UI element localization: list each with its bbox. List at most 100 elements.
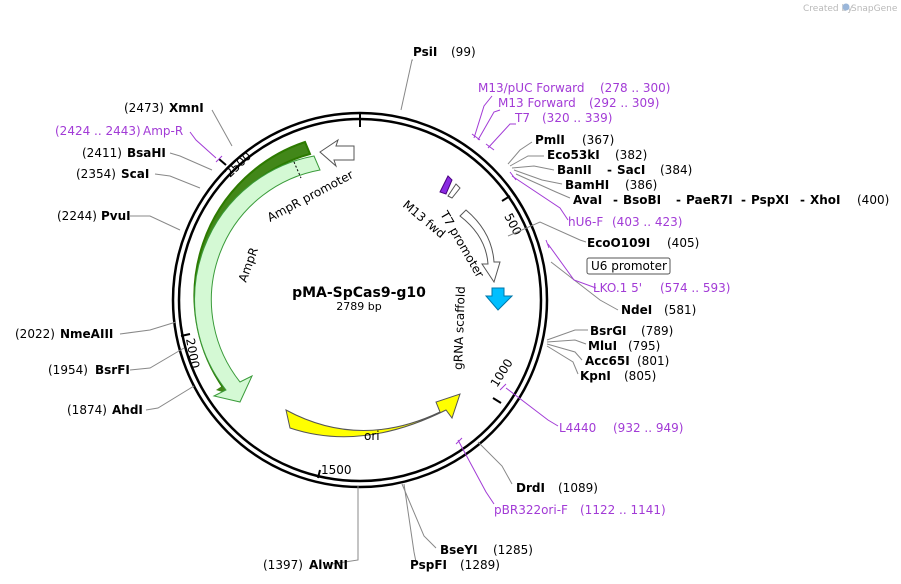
site-position: (1289) <box>460 558 500 572</box>
primer-name: Amp-R <box>143 124 183 138</box>
site-name: Eco53kI <box>547 148 600 162</box>
ampr-arrow <box>194 155 321 403</box>
site-name: PaeR7I <box>686 193 733 207</box>
site-name: BseYI <box>440 543 478 557</box>
site-label-bsrg: BsrGI (789) <box>590 324 673 338</box>
site-label-eco0109: EcoO109I (405) <box>587 236 699 250</box>
site-position: (801) <box>637 354 669 368</box>
m13-fwd-arrow <box>439 175 453 195</box>
site-label-drd: DrdI (1089) <box>516 481 598 495</box>
primer-label-ampr: (2424 .. 2443) Amp-R <box>55 124 183 138</box>
ori-arrow <box>285 393 461 438</box>
site-position: (2411) <box>82 146 122 160</box>
feature-ampr: AmpR <box>193 140 321 403</box>
site-label-psi: PsiI (99) <box>413 45 476 59</box>
site-label-acc65: Acc65I (801) <box>585 354 669 368</box>
grna-scaffold-label: gRNA scaffold <box>451 286 468 370</box>
site-position: (99) <box>451 45 476 59</box>
ori-label: ori <box>364 429 380 443</box>
site-label-alwn: (1397) AlwNI <box>263 558 348 572</box>
primer-label-lko: LKO.1 5' (574 .. 593) <box>593 281 730 295</box>
site-name: MluI <box>588 339 617 353</box>
site-name: PspFI <box>410 558 447 572</box>
site-label-nmea: (2022) NmeAIII <box>15 327 113 341</box>
tick-label-1500: 1500 <box>321 463 352 477</box>
tick-label-2000: 2000 <box>183 337 202 370</box>
site-name: BanII <box>557 163 592 177</box>
site-label-bamh: BamHI (386) <box>565 178 657 192</box>
plasmid-size: 2789 bp <box>336 300 381 313</box>
site-separator: - <box>676 193 681 207</box>
site-name-2: SacI <box>617 163 645 177</box>
site-position: (2022) <box>15 327 55 341</box>
feature-t7-promoter: T7 promoter <box>437 208 501 284</box>
primer-range: (1122 .. 1141) <box>580 503 666 517</box>
feature-grna-scaffold: gRNA scaffold <box>451 286 514 370</box>
ampr-label: AmpR <box>236 246 261 284</box>
grna-scaffold-arrow <box>484 287 514 311</box>
site-label-mlu: MluI (795) <box>588 339 660 353</box>
site-label-ban2: BanII - SacI (384) <box>557 163 692 177</box>
site-position: (795) <box>628 339 660 353</box>
site-label-kpn: KpnI (805) <box>580 369 656 383</box>
t7-promoter-arrow <box>459 209 501 284</box>
site-label-pml: PmlI (367) <box>535 133 614 147</box>
ampr-outer-band <box>194 142 310 395</box>
u6-promoter-label: U6 promoter <box>591 259 667 273</box>
primer-leader-lines <box>189 95 597 505</box>
site-name: NdeI <box>621 303 652 317</box>
site-name: PvuI <box>101 209 131 223</box>
site-label-nde: NdeI (581) <box>621 303 696 317</box>
primer-range: (932 .. 949) <box>613 421 683 435</box>
ampr-promoter-arrow <box>319 138 355 168</box>
site-position: (1874) <box>67 403 107 417</box>
site-name: BsaHI <box>127 146 166 160</box>
site-position: (384) <box>660 163 692 177</box>
site-name: NmeAIII <box>60 327 113 341</box>
primer-range: (320 .. 339) <box>542 111 612 125</box>
site-leader-lines <box>119 59 619 565</box>
site-position: (2354) <box>76 167 116 181</box>
site-separator: - <box>800 193 805 207</box>
primer-label-hu6f: hU6-F (403 .. 423) <box>568 215 682 229</box>
site-label-bsah: (2411) BsaHI <box>82 146 166 160</box>
site-name: DrdI <box>516 481 545 495</box>
site-position: (382) <box>615 148 647 162</box>
site-label-pvu: (2244) PvuI <box>57 209 131 223</box>
primer-name: L4440 <box>559 421 596 435</box>
site-position: (1285) <box>493 543 533 557</box>
site-name: EcoO109I <box>587 236 650 250</box>
site-label-sca: (2354) ScaI <box>76 167 149 181</box>
site-label-pspf: PspFI (1289) <box>410 558 500 572</box>
tick-label-1000: 1000 <box>488 356 516 389</box>
site-position: (2244) <box>57 209 97 223</box>
site-position: (2473) <box>124 101 164 115</box>
site-position: (789) <box>641 324 673 338</box>
site-name: BsrGI <box>590 324 627 338</box>
site-label-bsrf: (1954) BsrFI <box>48 363 130 377</box>
site-position: (405) <box>667 236 699 250</box>
site-separator: - <box>741 193 746 207</box>
primer-label-m13puc: M13/pUC Forward (278 .. 300) <box>478 81 670 95</box>
primer-range: (574 .. 593) <box>660 281 730 295</box>
u6-promoter-box <box>586 257 671 275</box>
primer-range: (2424 .. 2443) <box>55 124 141 138</box>
primer-label-t7: T7 (320 .. 339) <box>514 111 612 125</box>
snapgene-logo-icon <box>842 3 850 11</box>
site-label-bsey: BseYI (1285) <box>440 543 533 557</box>
site-position: (581) <box>664 303 696 317</box>
site-name: PmlI <box>535 133 565 147</box>
site-separator: - <box>607 163 612 177</box>
plasmid-name: pMA-SpCas9-g10 <box>292 285 426 301</box>
primer-range: (278 .. 300) <box>600 81 670 95</box>
site-name: XmnI <box>169 101 204 115</box>
site-name: BsrFI <box>95 363 130 377</box>
site-name: PsiI <box>413 45 437 59</box>
watermark-brand: SnapGene <box>851 4 898 14</box>
site-label-eco53: Eco53kI (382) <box>547 148 647 162</box>
site-name: XhoI <box>810 193 841 207</box>
site-name: AvaI <box>573 193 602 207</box>
site-position: (367) <box>582 133 614 147</box>
